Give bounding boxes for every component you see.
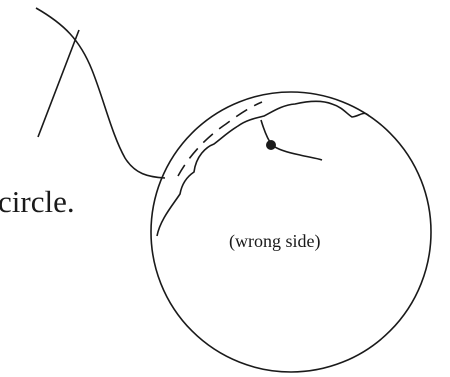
inner-boundary-curve: [157, 101, 369, 236]
marked-point: [266, 140, 276, 150]
straight-stroke: [38, 30, 79, 137]
dot-curve: [261, 120, 322, 160]
cropped-sentence-fragment: circle.: [0, 186, 75, 217]
wrong-side-label: (wrong side): [229, 232, 320, 250]
